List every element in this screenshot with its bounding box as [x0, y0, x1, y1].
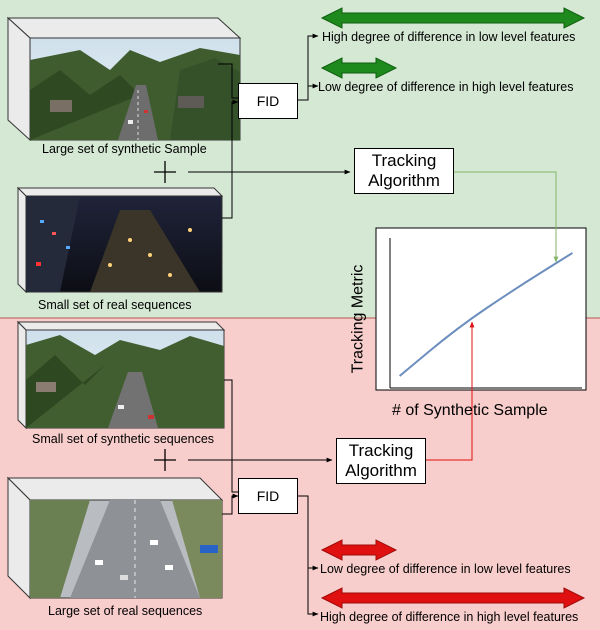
- top-arrow1-text: High degree of difference in low level f…: [322, 30, 576, 44]
- top-synthetic-image-cube: [6, 16, 242, 142]
- top-fid-box: FID: [238, 83, 298, 119]
- bottom-synthetic-label: Small set of synthetic sequences: [32, 432, 215, 446]
- top-real-image-cube: [16, 186, 224, 294]
- bottom-arrow2-text: High degree of difference in high level …: [320, 610, 579, 624]
- bottom-synthetic-image-cube: [16, 320, 226, 430]
- top-real-label: Small set of real sequences: [38, 298, 192, 312]
- chart-x-axis-label: # of Synthetic Sample: [392, 402, 548, 419]
- top-feedback-arrow: [454, 171, 559, 263]
- bottom-double-arrow-short: [320, 539, 398, 561]
- bottom-real-label: Large set of real sequences: [48, 604, 203, 618]
- top-synthetic-label: Large set of synthetic Sample: [42, 142, 207, 156]
- bottom-fid-label: FID: [256, 487, 280, 504]
- bottom-arrow1-text: Low degree of difference in low level fe…: [320, 562, 571, 576]
- chart-y-axis-label: Tracking Metric: [349, 264, 367, 374]
- top-fid-label: FID: [256, 92, 280, 109]
- top-tracking-label-line2: Algorithm: [368, 171, 440, 190]
- connector-lines: [188, 33, 351, 617]
- top-arrow2-text: Low degree of difference in high level f…: [318, 80, 574, 94]
- bottom-feedback-arrow: [426, 321, 475, 461]
- chart-plot-area: [375, 227, 587, 391]
- top-double-arrow-short: [320, 57, 398, 79]
- bottom-real-image-cube: [6, 476, 224, 600]
- bottom-tracking-box: Tracking Algorithm: [336, 438, 426, 484]
- bottom-tracking-label-line2: Algorithm: [345, 461, 417, 480]
- tracking-chart: [375, 227, 587, 391]
- chart-series-line: [398, 252, 573, 377]
- bottom-fid-box: FID: [238, 478, 298, 514]
- top-tracking-label-line1: Tracking: [371, 151, 437, 171]
- bottom-tracking-label-line1: Tracking: [348, 441, 414, 461]
- top-tracking-box: Tracking Algorithm: [354, 148, 454, 194]
- plus-signs: [154, 161, 176, 471]
- bottom-double-arrow-long: [320, 587, 586, 609]
- top-double-arrow-long: [320, 7, 586, 29]
